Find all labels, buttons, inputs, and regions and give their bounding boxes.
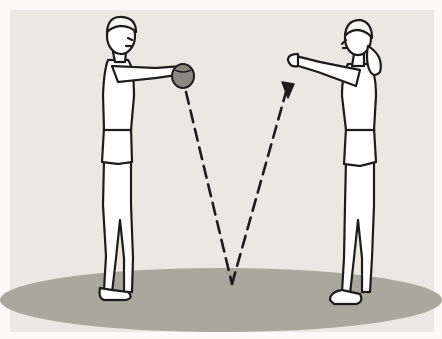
catcher-hands (288, 54, 298, 66)
medicine-ball (172, 64, 194, 88)
catcher-shorts (344, 128, 376, 166)
floor-mat (0, 268, 442, 332)
thrower-shorts (102, 128, 132, 164)
